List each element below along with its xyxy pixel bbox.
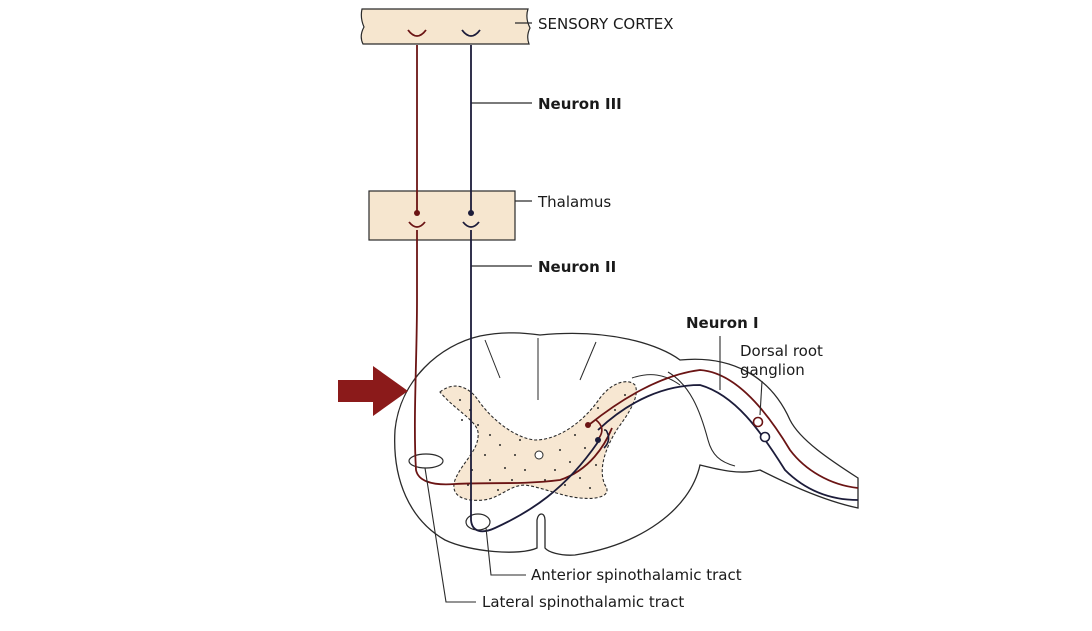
label-lateral-tract: Lateral spinothalamic tract: [482, 593, 684, 611]
label-dorsal-root: Dorsal root: [740, 342, 823, 360]
central-canal: [534, 450, 544, 460]
label-anterior-tract: Anterior spinothalamic tract: [531, 566, 742, 584]
gray-matter: [439, 381, 637, 501]
dorsal-root-ganglion-cells: [752, 416, 771, 443]
lateral-tract-oval: [408, 453, 444, 469]
label-ganglion: ganglion: [740, 361, 805, 379]
label-sensory-cortex: SENSORY CORTEX: [538, 15, 673, 33]
synapse-thalamus-navy: [462, 210, 480, 228]
sensory-cortex-box: [360, 8, 531, 45]
thalamus-box: [368, 190, 516, 241]
synapse-dorsal-horn: [585, 419, 610, 449]
synapse-cortex-navy: [461, 29, 481, 37]
anterior-pathway-navy: [470, 45, 859, 533]
label-neuron-i: Neuron I: [686, 314, 759, 332]
synapse-cortex-red: [407, 29, 427, 37]
leader-anterior-tract: [485, 527, 526, 576]
leader-dorsal-root-ganglion: [759, 380, 763, 416]
label-neuron-iii: Neuron III: [538, 95, 622, 113]
label-neuron-ii: Neuron II: [538, 258, 616, 276]
synapse-thalamus-red: [408, 210, 426, 228]
leader-lateral-tract: [424, 467, 476, 603]
label-thalamus: Thalamus: [537, 193, 611, 211]
highlight-arrow-icon: [338, 366, 408, 416]
